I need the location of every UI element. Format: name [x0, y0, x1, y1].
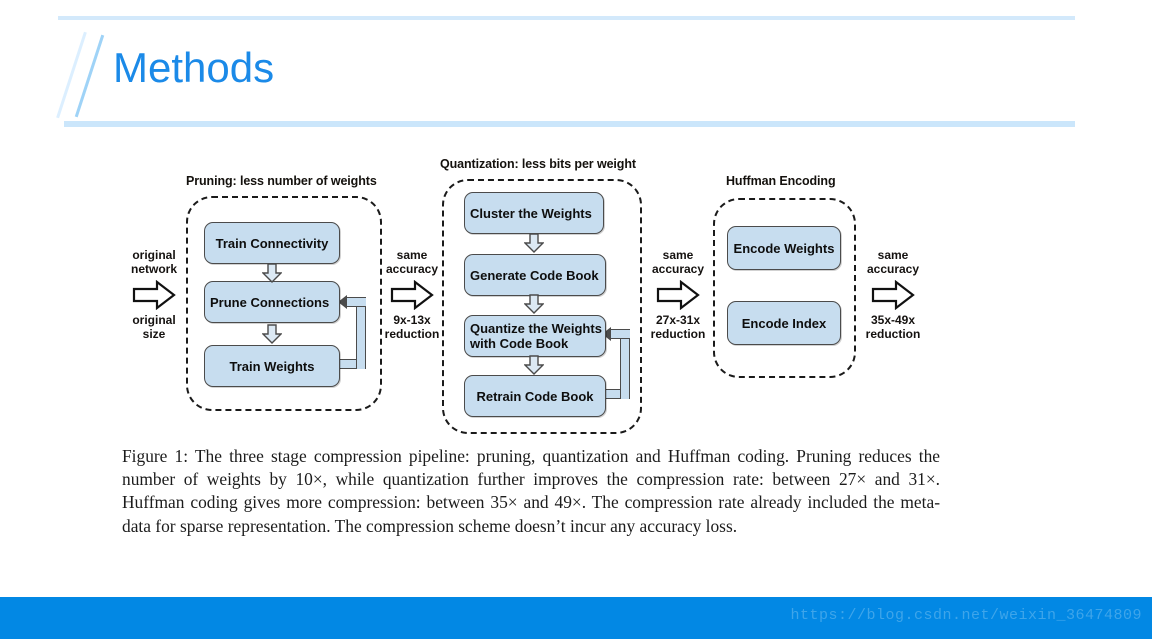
transition-top-label: same accuracy [866, 248, 920, 276]
right-arrow-icon [871, 280, 915, 310]
stage-container-quantization [442, 179, 642, 434]
down-arrow-icon [524, 355, 544, 375]
page-title: Methods [113, 44, 275, 91]
footer-bar: https://blog.csdn.net/weixin_36474809 [0, 597, 1152, 639]
transition-bottom-label: 35x-49x reduction [865, 313, 921, 341]
transition-quantization-to-huffman: same accuracy 27x-31x reduction [632, 248, 724, 341]
stage-heading-pruning: Pruning: less number of weights [186, 174, 377, 188]
process-box-retrain-code-book: Retrain Code Book [464, 375, 606, 417]
process-box-train-connectivity: Train Connectivity [204, 222, 340, 264]
header-rule-bottom [64, 121, 1075, 127]
stage-container-huffman [713, 198, 856, 378]
feedback-loop-quantization-arrowhead-icon [602, 327, 611, 341]
transition-top-label: same accuracy [385, 248, 439, 276]
down-arrow-icon [524, 233, 544, 253]
transition-bottom-label: 27x-31x reduction [650, 313, 706, 341]
stage-heading-quantization: Quantization: less bits per weight [440, 157, 636, 171]
process-box-generate-code-book: Generate Code Book [464, 254, 606, 296]
feedback-loop-quantization-segment [610, 329, 630, 339]
process-box-cluster-the-weights: Cluster the Weights [464, 192, 604, 234]
right-arrow-icon [656, 280, 700, 310]
transition-bottom-label: original size [132, 313, 176, 341]
down-arrow-icon [262, 263, 282, 283]
transition-bottom-label: 9x-13x reduction [384, 313, 440, 341]
process-box-encode-weights: Encode Weights [727, 226, 841, 270]
feedback-loop-pruning-arrowhead-icon [338, 295, 347, 309]
decorative-slash-icon [56, 31, 87, 119]
figure-caption: Figure 1: The three stage compression pi… [122, 446, 940, 536]
down-arrow-icon [524, 294, 544, 314]
process-box-train-weights: Train Weights [204, 345, 340, 387]
header-rule-top [58, 16, 1075, 20]
transition-top-label: same accuracy [651, 248, 705, 276]
process-box-quantize-the-weights-with-code-book: Quantize the Weights with Code Book [464, 315, 606, 357]
process-box-encode-index: Encode Index [727, 301, 841, 345]
feedback-loop-pruning-segment [356, 297, 366, 369]
slide-header: Methods [0, 0, 1152, 130]
watermark-url: https://blog.csdn.net/weixin_36474809 [790, 607, 1142, 624]
compression-pipeline-figure: Pruning: less number of weights Quantiza… [0, 130, 1152, 570]
transition-huffman-output: same accuracy 35x-49x reduction [847, 248, 939, 341]
down-arrow-icon [262, 324, 282, 344]
stage-container-pruning [186, 196, 382, 411]
transition-pruning-to-quantization: same accuracy 9x-13x reduction [366, 248, 458, 341]
right-arrow-icon [390, 280, 434, 310]
right-arrow-icon [132, 280, 176, 310]
process-box-prune-connections: Prune Connections [204, 281, 340, 323]
transition-original-network: original network original size [108, 248, 200, 341]
feedback-loop-pruning-segment [345, 297, 366, 307]
feedback-loop-quantization-segment [620, 329, 630, 399]
transition-top-label: original network [130, 248, 177, 276]
stage-heading-huffman: Huffman Encoding [726, 174, 836, 188]
